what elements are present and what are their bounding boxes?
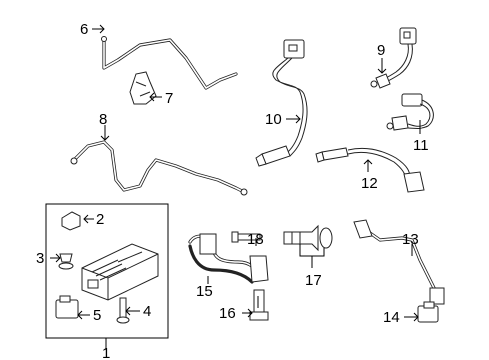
callout-6: 6: [80, 21, 88, 38]
leader-lines: [50, 24, 421, 350]
callout-3: 3: [36, 250, 44, 267]
part-oxygen-sensor-downstream: [386, 93, 434, 131]
part-hose-15: [188, 233, 269, 284]
callout-14: 14: [383, 309, 400, 326]
part-bracket-clip: [129, 71, 157, 105]
callout-18: 18: [247, 231, 264, 248]
callout-11: 11: [413, 137, 429, 154]
callout-7: 7: [165, 90, 173, 107]
callout-8: 8: [99, 111, 107, 128]
callout-17: 17: [305, 272, 322, 289]
part-group-box: [45, 203, 169, 339]
part-oxygen-sensor-rear: [315, 147, 425, 193]
callout-12: 12: [361, 175, 378, 192]
callout-2: 2: [96, 211, 104, 228]
callout-1: 1: [102, 345, 110, 360]
part-vent-line-upper: [101, 36, 238, 90]
part-bolt-18: [231, 231, 261, 243]
callout-15: 15: [196, 283, 213, 300]
part-connector-17: [283, 224, 333, 252]
part-hose-13: [353, 219, 445, 305]
callout-9: 9: [377, 42, 385, 59]
callout-10: 10: [265, 111, 282, 128]
callout-labels: 6 7 8 2 3 4 5 1 10 9 11 12 18 15 16 17 1…: [36, 21, 429, 360]
callout-5: 5: [93, 307, 101, 324]
callout-13: 13: [402, 231, 419, 248]
callout-16: 16: [219, 305, 236, 322]
part-oxygen-sensor-small: [370, 27, 417, 89]
callout-4: 4: [143, 303, 151, 320]
part-fitting-14: [417, 301, 439, 323]
part-oxygen-sensor-upstream: [255, 39, 308, 167]
part-vapor-line-long: [70, 140, 248, 196]
part-fitting-16: [249, 289, 269, 321]
